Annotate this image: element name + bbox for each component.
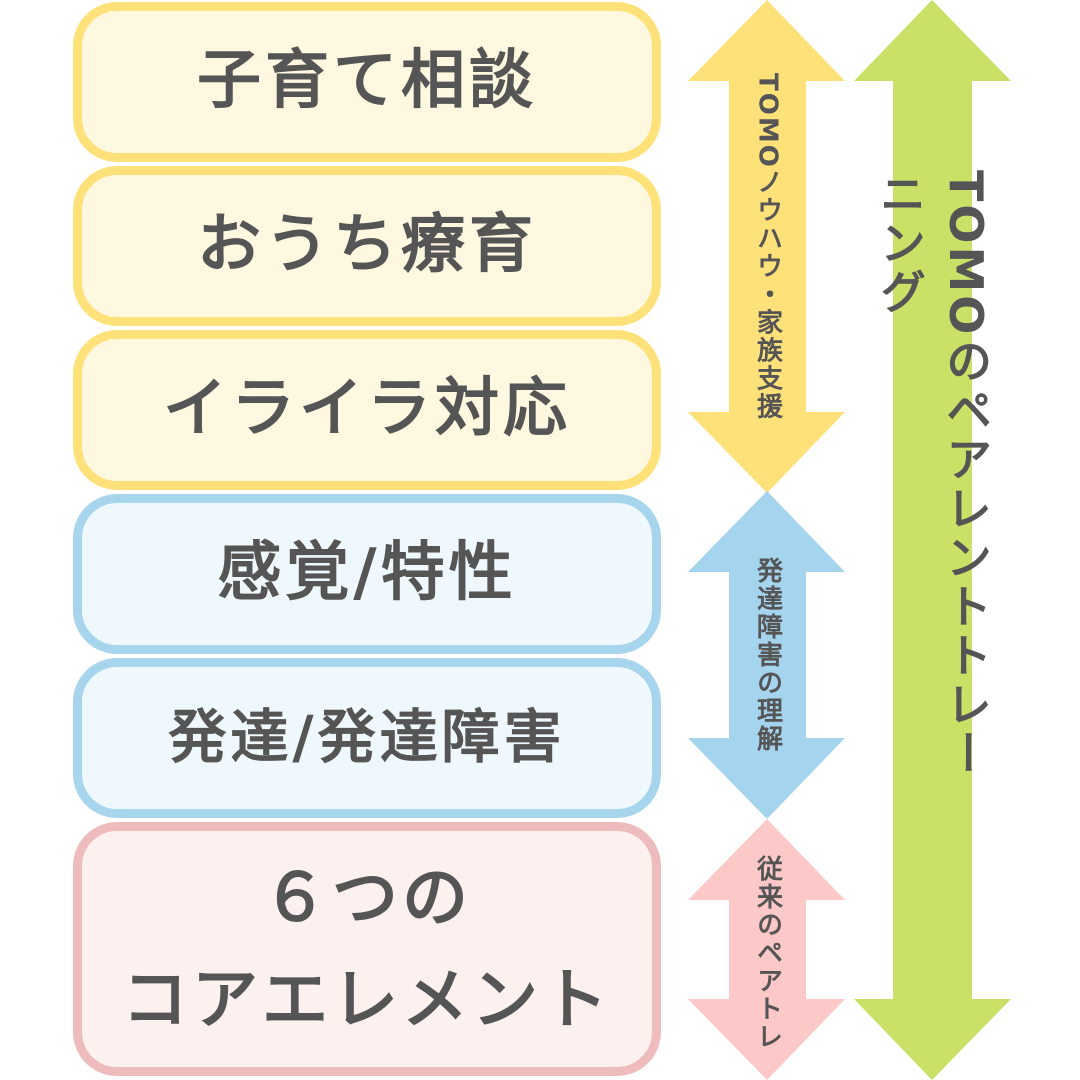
box-label-line2: コアエレメント — [122, 961, 612, 1038]
box-hattatsu-shougai: 発達/発達障害 — [73, 658, 661, 818]
arrow-tomo-knowhow — [688, 0, 845, 493]
label-developmental: 発達障害の理解 — [752, 557, 783, 753]
box-label: イライラ対応 — [163, 372, 571, 447]
arrow-overall — [854, 0, 1011, 1080]
box-label: 感覚/特性 — [217, 536, 517, 611]
arrow-developmental — [688, 491, 845, 819]
box-ouchi-ryouiku: おうち療育 — [73, 166, 661, 326]
label-overall: TOMOのペアレントトレーニング — [873, 170, 993, 779]
arrow-conventional — [688, 819, 845, 1080]
box-label: 発達/発達障害 — [168, 703, 566, 772]
box-label-line1: ６つの — [262, 858, 472, 936]
label-conventional: 従来のペアトレ — [752, 855, 783, 1051]
label-tomo-knowhow: TOMOノウハウ・家族支援 — [752, 73, 783, 421]
box-kankaku-tokusei: 感覚/特性 — [73, 494, 661, 654]
box-label: おうち療育 — [197, 208, 537, 283]
box-core-elements: ６つの コアエレメント — [73, 822, 661, 1076]
box-kosodate-soudan: 子育て相談 — [73, 2, 661, 162]
box-label: 子育て相談 — [197, 44, 537, 119]
box-iraira-taiou: イライラ対応 — [73, 330, 661, 490]
